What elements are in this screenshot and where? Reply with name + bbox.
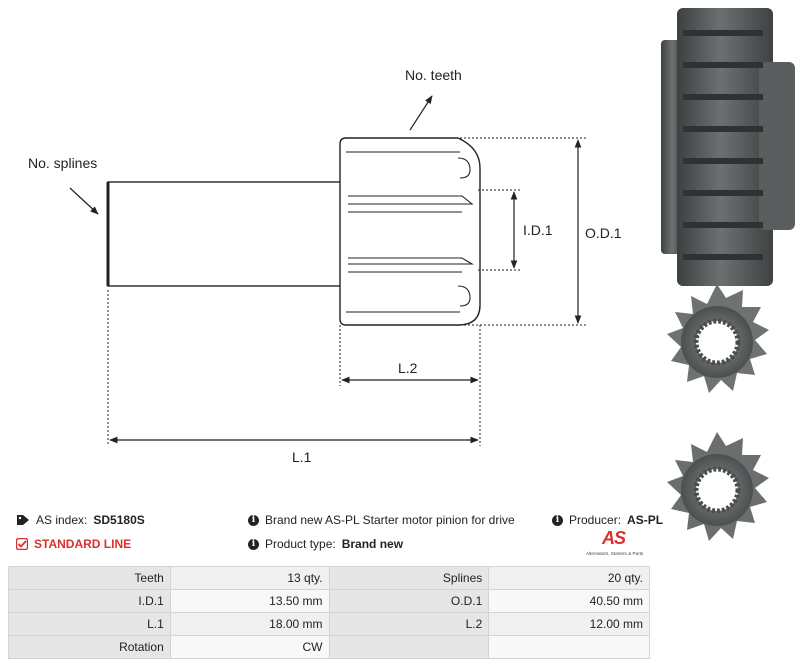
spec-label: Splines (328, 566, 490, 590)
table-row: I.D.1 13.50 mm O.D.1 40.50 mm (8, 589, 650, 613)
description-row: i Brand new AS-PL Starter motor pinion f… (248, 513, 515, 527)
pinion-side-photo (661, 8, 795, 286)
logo-tagline: Alternators, Starters & Parts (586, 551, 644, 556)
product-type-row: i Product type: Brand new (248, 537, 403, 551)
tags-icon (17, 515, 29, 525)
producer-label: Producer: (569, 513, 622, 527)
gear-teeth-lines (346, 151, 474, 313)
no-teeth-label: No. teeth (405, 67, 462, 83)
product-type-label: Product type: (265, 537, 336, 551)
as-index-value: SD5180S (93, 513, 145, 527)
description-text: Brand new AS-PL Starter motor pinion for… (265, 513, 515, 527)
pinion-back-photo (667, 432, 769, 541)
standard-line-row: STANDARD LINE (16, 537, 131, 551)
pinion-technical-drawing: No. teeth No. splines I.D.1 O.D.1 L.2 L.… (28, 67, 622, 465)
spec-label: I.D.1 (8, 589, 171, 613)
as-pl-logo: AS Alternators, Starters & Parts (586, 528, 656, 560)
teeth-pointer-arrow (409, 95, 433, 131)
spec-value (488, 635, 650, 659)
spec-value: 13.50 mm (169, 589, 330, 613)
spec-label: L.1 (8, 612, 171, 636)
l1-label: L.1 (292, 449, 312, 465)
logo-mark: AS (602, 528, 626, 548)
info-icon: i (248, 514, 259, 526)
as-index-row: AS index: SD5180S (16, 513, 145, 527)
gear-outline (339, 137, 481, 326)
spec-value: 13 qty. (169, 566, 330, 590)
no-splines-label: No. splines (28, 155, 97, 171)
table-row: L.1 18.00 mm L.2 12.00 mm (8, 612, 650, 636)
standard-line-label: STANDARD LINE (34, 537, 132, 551)
shaft-outline (107, 181, 345, 287)
l2-label: L.2 (398, 360, 418, 376)
check-square-icon (16, 538, 28, 550)
id1-label: I.D.1 (523, 222, 553, 238)
spec-label: O.D.1 (328, 589, 490, 613)
spec-label (328, 635, 490, 659)
spec-label: Teeth (8, 566, 171, 590)
table-row: Teeth 13 qty. Splines 20 qty. (8, 566, 650, 590)
spec-label: L.2 (328, 612, 490, 636)
producer-row: i Producer: AS-PL (552, 513, 663, 527)
pinion-front-photo (667, 284, 769, 393)
product-photos (661, 8, 795, 541)
product-type-value: Brand new (341, 537, 404, 551)
table-row: Rotation CW (8, 635, 650, 659)
as-index-label: AS index: (36, 513, 88, 527)
od1-label: O.D.1 (585, 225, 622, 241)
spec-value: 18.00 mm (169, 612, 330, 636)
info-icon: i (248, 538, 259, 550)
spec-table: Teeth 13 qty. Splines 20 qty. I.D.1 13.5… (8, 566, 650, 659)
spec-value: 20 qty. (488, 566, 650, 590)
spec-label: Rotation (8, 635, 171, 659)
spec-value: CW (169, 635, 330, 659)
producer-value: AS-PL (627, 513, 664, 527)
spec-value: 40.50 mm (488, 589, 650, 613)
spec-value: 12.00 mm (488, 612, 650, 636)
info-icon: i (552, 514, 563, 526)
splines-pointer-arrow (69, 187, 99, 215)
